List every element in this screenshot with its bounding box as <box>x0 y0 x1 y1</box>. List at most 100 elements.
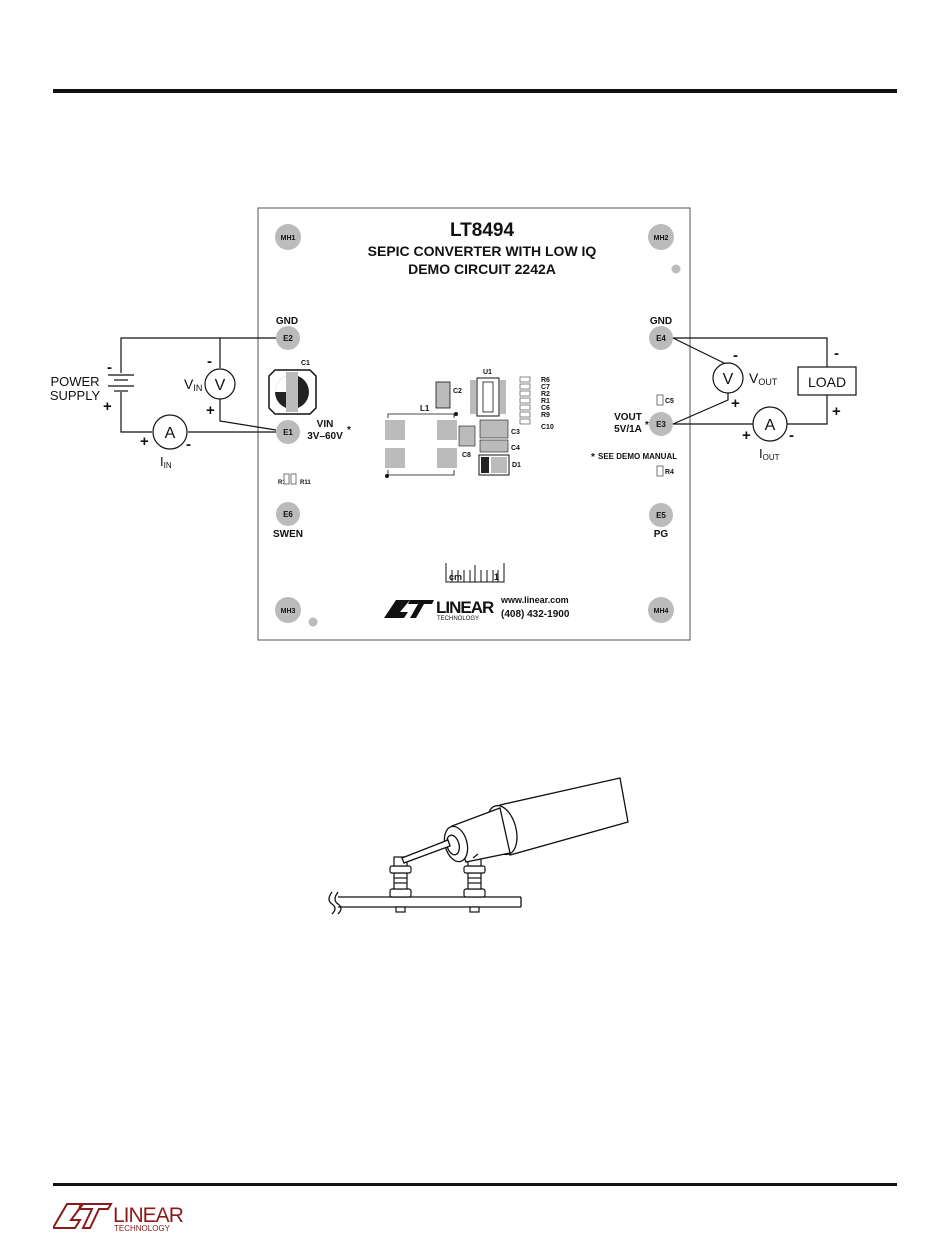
svg-text:MH2: MH2 <box>654 235 669 242</box>
board-circuit: DEMO CIRCUIT 2242A <box>408 261 556 277</box>
resistor-stack <box>519 376 531 425</box>
supply-plus: + <box>103 398 112 415</box>
fiducial-dot <box>671 264 681 274</box>
svg-text:MH4: MH4 <box>654 608 669 615</box>
r11-label: R11 <box>300 480 311 486</box>
capacitor-c3 <box>479 419 509 439</box>
input-wiring <box>120 337 277 433</box>
mounting-hole-1: MH1 <box>275 224 301 250</box>
footer-linear-logo: LINEAR TECHNOLOGY <box>53 1203 185 1233</box>
logo-mark-icon <box>53 1203 85 1229</box>
svg-text:LINEAR: LINEAR <box>436 598 494 617</box>
terminal-e6: E6 <box>276 502 300 526</box>
board-phone: (408) 432-1900 <box>501 609 570 620</box>
iout-plus: + <box>742 427 751 444</box>
vin-meter-minus: - <box>207 353 212 370</box>
footer-logo-sub: TECHNOLOGY <box>114 1224 171 1233</box>
svg-text:E6: E6 <box>283 510 293 519</box>
ic-u1 <box>470 377 506 417</box>
load-box: LOAD <box>797 366 857 396</box>
capacitor-c5 <box>656 394 664 406</box>
scope-probe <box>401 777 629 864</box>
svg-text:R2: R2 <box>541 391 550 398</box>
ruler-unit: cm <box>449 572 462 582</box>
vin-meter-plus: + <box>206 402 215 419</box>
c8-label: C8 <box>462 452 471 459</box>
gnd-right-label: GND <box>650 316 672 327</box>
svg-text:C10: C10 <box>541 424 554 431</box>
top-rule <box>53 89 897 93</box>
load-minus: - <box>834 345 839 362</box>
terminal-e2: E2 <box>276 326 300 350</box>
output-wiring <box>672 337 828 425</box>
power-supply-label-2: SUPPLY <box>50 388 101 403</box>
swen-label: SWEN <box>273 529 303 540</box>
svg-text:E3: E3 <box>656 420 666 429</box>
capacitor-c1 <box>268 369 317 415</box>
iout-minus: - <box>789 427 794 444</box>
svg-text:R6: R6 <box>541 377 550 384</box>
terminal-post-left <box>389 856 412 913</box>
vin-range: 3V–60V <box>307 431 343 442</box>
vout-meter-label: VOUT <box>749 370 778 387</box>
iout-label: IOUT <box>759 446 780 462</box>
resistor-r4 <box>656 465 664 477</box>
mounting-hole-4: MH4 <box>648 597 674 623</box>
resistor-stack-labels: R6 C7 R2 R1 C6 R9 C10 <box>541 377 554 431</box>
svg-text:MH3: MH3 <box>281 608 296 615</box>
fiducial-dot <box>308 617 318 627</box>
pg-label: PG <box>654 529 669 540</box>
vout-meter-plus: + <box>731 395 740 412</box>
svg-text:A: A <box>765 417 776 434</box>
terminal-post-right <box>463 856 486 913</box>
supply-minus: - <box>107 359 112 376</box>
vout-asterisk: * <box>645 420 649 431</box>
capacitor-c4 <box>479 439 509 453</box>
l1-label: L1 <box>420 404 430 413</box>
r4-label: R4 <box>665 469 674 476</box>
svg-text:R1: R1 <box>541 398 550 405</box>
u1-label: U1 <box>483 369 492 376</box>
svg-text:V: V <box>215 377 226 394</box>
d1-label: D1 <box>512 462 521 469</box>
svg-text:TECHNOLOGY: TECHNOLOGY <box>437 616 479 622</box>
svg-text:E2: E2 <box>283 334 293 343</box>
vin-voltmeter: V <box>204 368 236 400</box>
board-website: www.linear.com <box>500 595 569 605</box>
terminal-e5: E5 <box>649 503 673 527</box>
c3-label: C3 <box>511 429 520 436</box>
load-plus: + <box>832 403 841 420</box>
test-setup-diagram: LT8494 SEPIC CONVERTER WITH LOW IQ DEMO … <box>50 207 857 641</box>
footer-logo-word: LINEAR <box>113 1204 184 1227</box>
iin-plus: + <box>140 433 149 450</box>
linear-logo: LINEAR TECHNOLOGY <box>384 598 495 622</box>
ruler-value: 1 <box>494 572 499 582</box>
board-title: LT8494 <box>450 220 515 241</box>
svg-text:V: V <box>723 371 734 388</box>
svg-text:A: A <box>165 425 176 442</box>
board-subtitle: SEPIC CONVERTER WITH LOW IQ <box>368 243 597 259</box>
terminal-e4: E4 <box>649 326 673 350</box>
power-supply-label-1: POWER <box>50 374 99 389</box>
iout-ammeter: A <box>752 406 788 442</box>
diode-d1 <box>478 454 510 476</box>
c5-label: C5 <box>665 398 674 405</box>
pcb-board-edge <box>328 891 522 915</box>
svg-text:E5: E5 <box>656 511 666 520</box>
vin-meter-label: VIN <box>184 376 202 393</box>
gnd-left-label: GND <box>276 316 298 327</box>
terminal-e3: E3 <box>649 412 673 436</box>
board-outline <box>257 207 691 641</box>
capacitor-c8 <box>458 425 476 447</box>
iin-ammeter: A <box>152 414 188 450</box>
svg-text:LOAD: LOAD <box>808 374 846 390</box>
svg-text:R9: R9 <box>541 412 550 419</box>
vout-voltmeter: V <box>712 362 744 394</box>
svg-text:C6: C6 <box>541 405 550 412</box>
svg-text:E1: E1 <box>283 428 293 437</box>
vin-label: VIN <box>317 419 334 430</box>
resistor-r11 <box>290 473 297 485</box>
vin-asterisk: * <box>347 425 351 436</box>
inductor-l1 <box>385 412 458 478</box>
vout-meter-minus: - <box>733 347 738 364</box>
